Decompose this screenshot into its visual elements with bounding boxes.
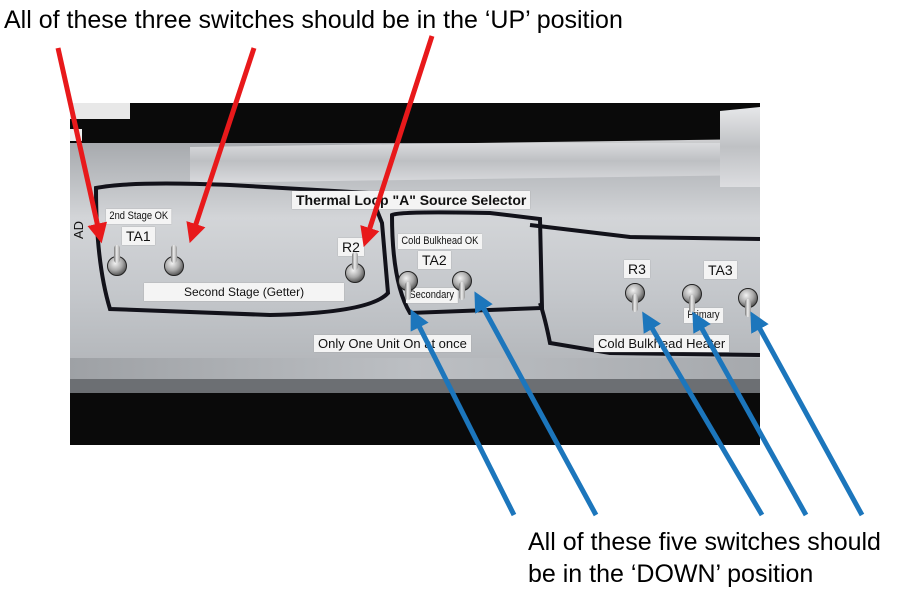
bottom-instruction-caption: All of these five switches should be in … (528, 526, 881, 590)
r2-label: R2 (338, 238, 364, 256)
panel-title-label: Thermal Loop "A" Source Selector (292, 191, 531, 209)
white-strip-top (70, 103, 130, 119)
blue-arrow-ta3-right (750, 311, 865, 517)
foil-tape-corner (720, 107, 760, 187)
panel-rail-shadow (70, 379, 760, 393)
r3-label: R3 (624, 260, 650, 278)
control-panel-photo: Thermal Loop "A" Source Selector AD 2nd … (70, 103, 760, 445)
second-stage-ok-label: 2nd Stage OK (106, 209, 172, 224)
ta2-label: TA2 (418, 251, 451, 269)
secondary-label: Secondary (406, 288, 458, 303)
ta1-left-switch[interactable] (107, 245, 127, 276)
white-strip-small (70, 129, 82, 141)
ta2-right-switch[interactable] (452, 271, 472, 300)
bottom-caption-line-1: All of these five switches should (528, 528, 881, 556)
r3-switch[interactable] (625, 283, 645, 312)
only-one-unit-note: Only One Unit On at once (314, 335, 471, 352)
cold-bulkhead-heater-label: Cold Bulkhead Heater (594, 335, 730, 352)
marker-outline-left (93, 181, 391, 318)
bottom-caption-line-2: be in the ‘DOWN’ position (528, 560, 814, 588)
foil-tape (190, 139, 760, 183)
ta3-right-switch[interactable] (738, 288, 758, 317)
ta3-left-switch[interactable] (682, 284, 702, 313)
top-instruction-caption: All of these three switches should be in… (4, 6, 623, 34)
ta2-left-switch[interactable] (398, 271, 418, 300)
panel-lower-rail (70, 358, 760, 379)
second-stage-getter-label: Second Stage (Getter) (144, 283, 345, 301)
side-label: AD (71, 220, 86, 239)
ta1-right-switch[interactable] (164, 245, 184, 276)
ta1-label: TA1 (122, 227, 155, 245)
marker-outline-right-top (529, 223, 760, 241)
cold-bulkhead-ok-label: Cold Bulkhead OK (398, 234, 482, 249)
ta3-label: TA3 (704, 261, 737, 279)
r2-switch[interactable] (345, 252, 365, 283)
